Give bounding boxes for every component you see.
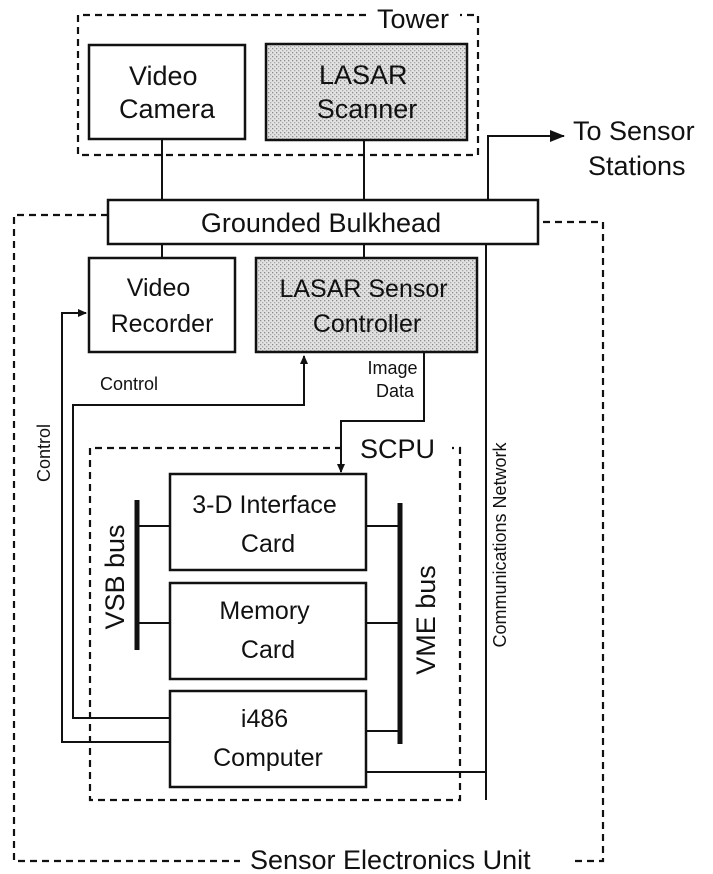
- grounded-bulkhead-box: [106, 198, 540, 246]
- interface-card-label: 3-D Interface Card: [192, 491, 343, 558]
- vme-bus-label: VME bus: [411, 565, 441, 675]
- grounded-bulkhead-label: Grounded Bulkhead: [201, 208, 441, 238]
- vsb-bus-label: VSB bus: [100, 524, 130, 629]
- computer-box: [168, 689, 368, 789]
- video-recorder-label: Video Recorder: [111, 274, 214, 338]
- memory-card-box: [168, 581, 368, 681]
- lasar-sensor-controller-label: LASAR Sensor Controller: [279, 275, 454, 338]
- outer-control-label: Control: [34, 424, 54, 482]
- scpu-boundary: [88, 446, 462, 802]
- lasar-sensor-controller-box: [254, 256, 479, 354]
- sensor-electronics-unit-label: Sensor Electronics Unit: [250, 845, 531, 874]
- lasar-scanner-box: [264, 42, 469, 142]
- tower-boundary: [76, 13, 480, 157]
- video-camera-box: [87, 43, 247, 141]
- image-data-label: Image Data: [367, 358, 422, 401]
- outer-control-arrow: [61, 309, 170, 743]
- computer-label: i486 Computer: [213, 705, 323, 772]
- communications-network-label: Communications Network: [490, 441, 510, 647]
- video-camera-label: Video Camera: [119, 61, 216, 124]
- scpu-label: SCPU: [360, 434, 435, 464]
- sensor-electronics-unit-boundary: [12, 213, 605, 863]
- video-recorder-box: [87, 256, 237, 354]
- to-sensor-stations-arrow: [487, 130, 565, 200]
- to-sensor-stations-label: To Sensor Stations: [573, 116, 702, 181]
- tower-label: Tower: [377, 4, 449, 34]
- inner-control-arrow: [72, 355, 308, 719]
- lasar-scanner-label: LASAR Scanner: [317, 60, 418, 124]
- memory-card-label: Memory Card: [219, 597, 316, 664]
- interface-card-box: [168, 472, 368, 572]
- inner-control-label: Control: [100, 374, 158, 394]
- image-data-arrow: [337, 352, 425, 473]
